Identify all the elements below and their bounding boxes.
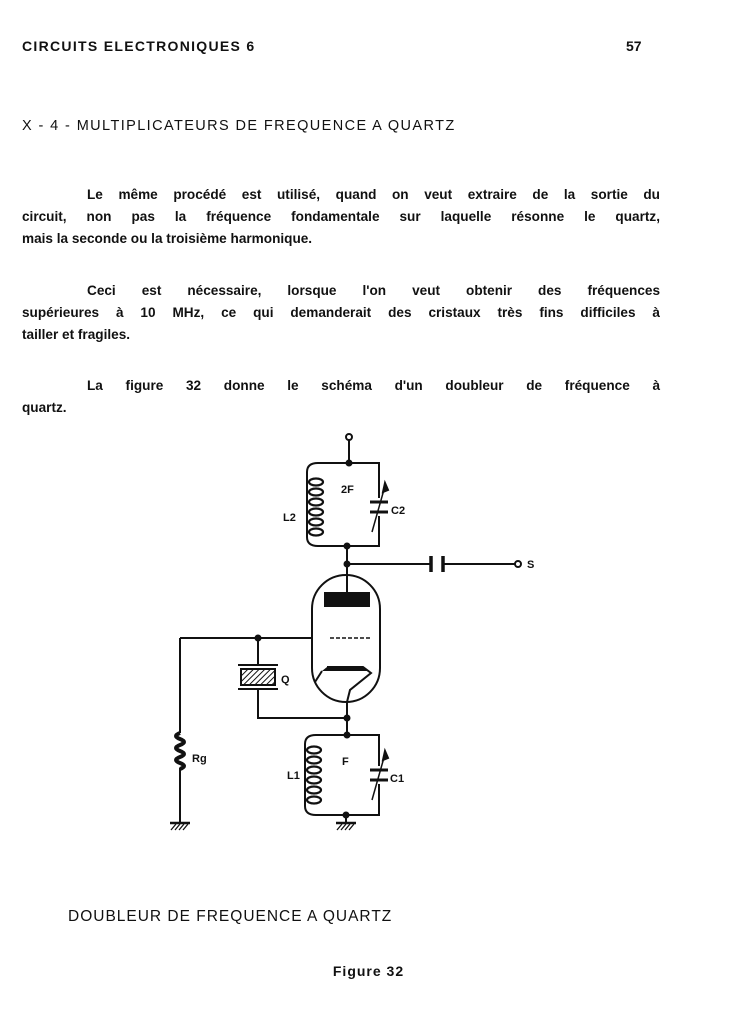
paragraph-3: La figure 32 donne le schéma d'un double… [22, 375, 660, 419]
label-c1: C1 [390, 773, 404, 785]
text-line: mais la seconde ou la troisième harmoniq… [22, 231, 313, 246]
inductor-l2-coil [307, 477, 325, 537]
text-line: tailler et fragiles. [22, 327, 131, 342]
resistor-rg [174, 731, 186, 771]
running-title: CIRCUITS ELECTRONIQUES 6 [22, 38, 256, 54]
ground-symbol-right [336, 821, 356, 831]
label-l2: L2 [283, 512, 296, 524]
paragraph-1: Le même procédé est utilisé, quand on ve… [22, 184, 660, 250]
figure-caption: DOUBLEUR DE FREQUENCE A QUARTZ [68, 908, 393, 925]
text-line: Le même procédé est utilisé, quand on ve… [87, 187, 660, 202]
variable-capacitor-c2 [369, 479, 390, 533]
label-q: Q [281, 674, 290, 686]
tube-anode [324, 592, 370, 607]
text-line: circuit, non pas la fréquence fondamenta… [22, 209, 660, 224]
label-l1: L1 [287, 770, 300, 782]
label-2f: 2F [341, 484, 354, 496]
label-rg: Rg [192, 753, 207, 765]
vacuum-tube [311, 574, 381, 703]
variable-capacitor-c1 [369, 747, 390, 801]
figure-number: Figure 32 [332, 963, 405, 979]
ground-symbol-left [170, 821, 190, 831]
label-s: S [527, 559, 534, 571]
text-line: Ceci est nécessaire, lorsque l'on veut o… [87, 283, 660, 298]
supply-terminal [345, 433, 353, 467]
text-line: quartz. [22, 400, 67, 415]
quartz-crystal-q [238, 664, 278, 690]
paragraph-2: Ceci est nécessaire, lorsque l'on veut o… [22, 280, 660, 346]
page-number: 57 [626, 38, 642, 54]
tank-circuit-l2-c2 [306, 462, 390, 550]
text-line: supérieures à 10 MHz, ce qui demanderait… [22, 305, 660, 320]
inductor-l1-coil [305, 745, 323, 805]
text-line: La figure 32 donne le schéma d'un double… [87, 378, 660, 393]
output-coupling [343, 546, 522, 592]
grid-network [170, 634, 351, 831]
section-title: X - 4 - MULTIPLICATEURS DE FREQUENCE A Q… [22, 118, 456, 134]
label-f: F [342, 756, 349, 768]
label-c2: C2 [391, 505, 405, 517]
tank-circuit-l1-c1 [304, 734, 390, 831]
